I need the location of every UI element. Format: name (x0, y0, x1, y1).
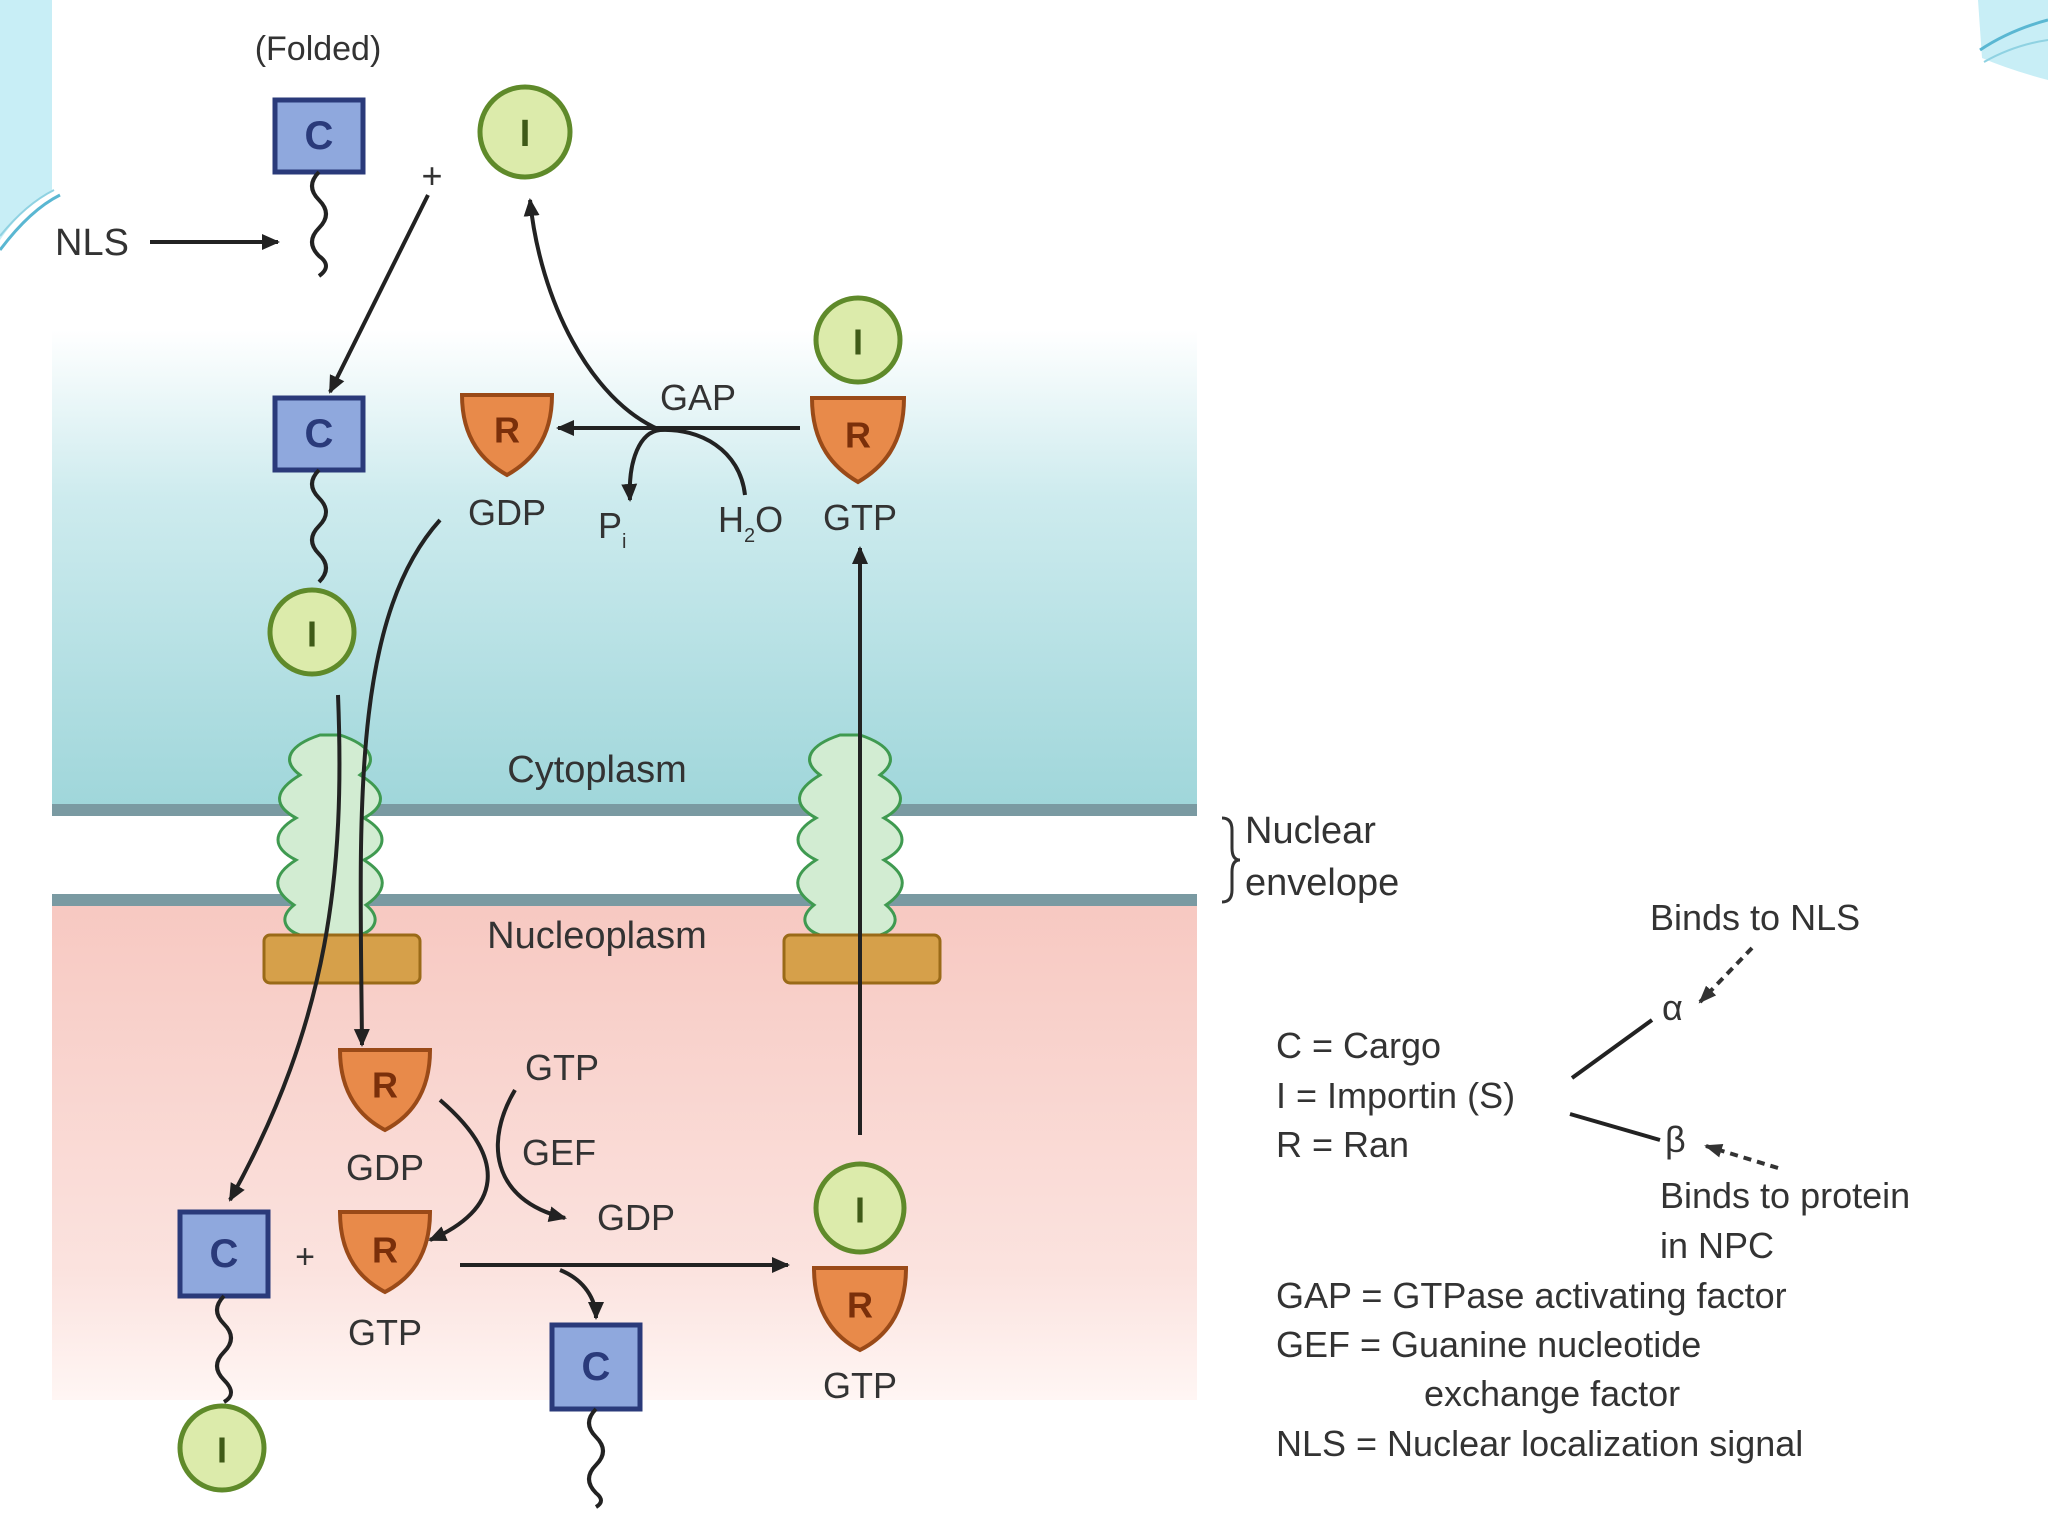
h2o-in-arrow (621, 427, 747, 502)
gtp-label: GTP (823, 497, 897, 538)
plus-sign-bottom: + (295, 1238, 315, 1276)
svg-text:R: R (494, 410, 520, 451)
cytoplasm-label: Cytoplasm (507, 749, 687, 791)
svg-text:R: R (847, 1285, 873, 1326)
svg-text:C: C (305, 412, 334, 456)
legend: Binds to NLS α C = Cargo I = Importin (S… (1276, 897, 1910, 1464)
cargo-box: C (272, 97, 366, 175)
legend-key-cargo: C = Cargo (1276, 1025, 1441, 1066)
svg-text:R: R (845, 415, 871, 456)
outer-membrane (52, 804, 1197, 816)
gtp-label: GTP (348, 1312, 422, 1353)
nuclear-envelope-label-1: Nuclear (1245, 810, 1376, 852)
svg-text:I: I (853, 322, 863, 363)
import-arrow (228, 694, 342, 1202)
h2o-label: H2O (718, 499, 783, 547)
legend-key-importin: I = Importin (S) (1276, 1075, 1515, 1116)
nucleoplasm-label: Nucleoplasm (487, 915, 707, 957)
legend-dashed-arrow-alpha (1698, 946, 1754, 1004)
gtp-label: GTP (525, 1047, 599, 1088)
pi-label: Pi (598, 505, 626, 553)
svg-text:R: R (372, 1230, 398, 1271)
legend-key-gef-2: exchange factor (1424, 1373, 1680, 1414)
ran-shield: R (337, 1048, 433, 1133)
gtp-label: GTP (823, 1365, 897, 1406)
slide-decoration (0, 0, 2048, 251)
svg-text:I: I (520, 113, 531, 155)
importin-release-arrow (523, 198, 661, 432)
gap-label: GAP (660, 377, 736, 418)
nls-label: NLS (55, 222, 129, 264)
svg-text:I: I (307, 614, 317, 655)
cargo-box: C (272, 395, 366, 473)
legend-binds-npc-2: in NPC (1660, 1225, 1774, 1266)
inner-membrane (52, 894, 1197, 906)
svg-text:I: I (855, 1190, 865, 1231)
folded-label: (Folded) (255, 30, 382, 68)
cytoplasm-region (52, 330, 1197, 810)
legend-key-gef-1: GEF = Guanine nucleotide (1276, 1324, 1701, 1365)
importin-circle: I (813, 1161, 907, 1255)
legend-alpha: α (1662, 987, 1683, 1028)
gdp-label: GDP (468, 492, 546, 533)
cargo-box: C (549, 1322, 643, 1412)
nls-squiggle (310, 170, 328, 278)
nuclear-envelope-label-2: envelope (1245, 862, 1399, 904)
legend-binds-nls: Binds to NLS (1650, 897, 1860, 938)
gef-gtp-in-arrow (495, 1088, 567, 1223)
gef-exchange-arrow (428, 1098, 490, 1242)
nls-squiggle (587, 1407, 605, 1509)
ran-shield: R (459, 393, 555, 478)
gdp-label: GDP (346, 1147, 424, 1188)
ran-shield: R (811, 1266, 909, 1353)
legend-binds-npc-1: Binds to protein (1660, 1175, 1910, 1216)
pore-basket-left (262, 933, 422, 985)
gef-label: GEF (522, 1132, 596, 1173)
gdp-out-label: GDP (597, 1197, 675, 1238)
importin-circle: I (813, 295, 903, 385)
svg-text:C: C (210, 1232, 239, 1276)
importin-circle: I (177, 1403, 267, 1493)
envelope-bracket (1221, 816, 1241, 904)
nls-squiggle (310, 468, 328, 584)
legend-key-nls: NLS = Nuclear localization signal (1276, 1423, 1803, 1464)
legend-dashed-arrow-beta (1704, 1143, 1779, 1170)
importin-circle: I (477, 84, 573, 180)
svg-text:R: R (372, 1065, 398, 1106)
ran-shield: R (337, 1210, 433, 1295)
svg-text:C: C (305, 114, 334, 158)
ran-gdp-return-arrow (353, 518, 442, 1047)
svg-text:C: C (582, 1345, 611, 1389)
nucleoplasm-region (52, 900, 1197, 1400)
ran-shield: R (809, 396, 907, 485)
legend-beta: β (1665, 1119, 1686, 1160)
svg-text:I: I (217, 1430, 227, 1471)
envelope-gap (52, 810, 1197, 900)
cargo-release-arrow (559, 1268, 604, 1320)
legend-line-beta (1569, 1112, 1661, 1142)
importin-circle: I (267, 587, 357, 677)
nls-squiggle (215, 1294, 233, 1404)
legend-key-gap: GAP = GTPase activating factor (1276, 1275, 1787, 1316)
plus-sign-top: + (421, 155, 442, 196)
binding-arrow (328, 194, 430, 394)
legend-key-ran: R = Ran (1276, 1124, 1409, 1165)
cargo-box: C (177, 1209, 271, 1299)
legend-line-alpha (1570, 1018, 1654, 1080)
